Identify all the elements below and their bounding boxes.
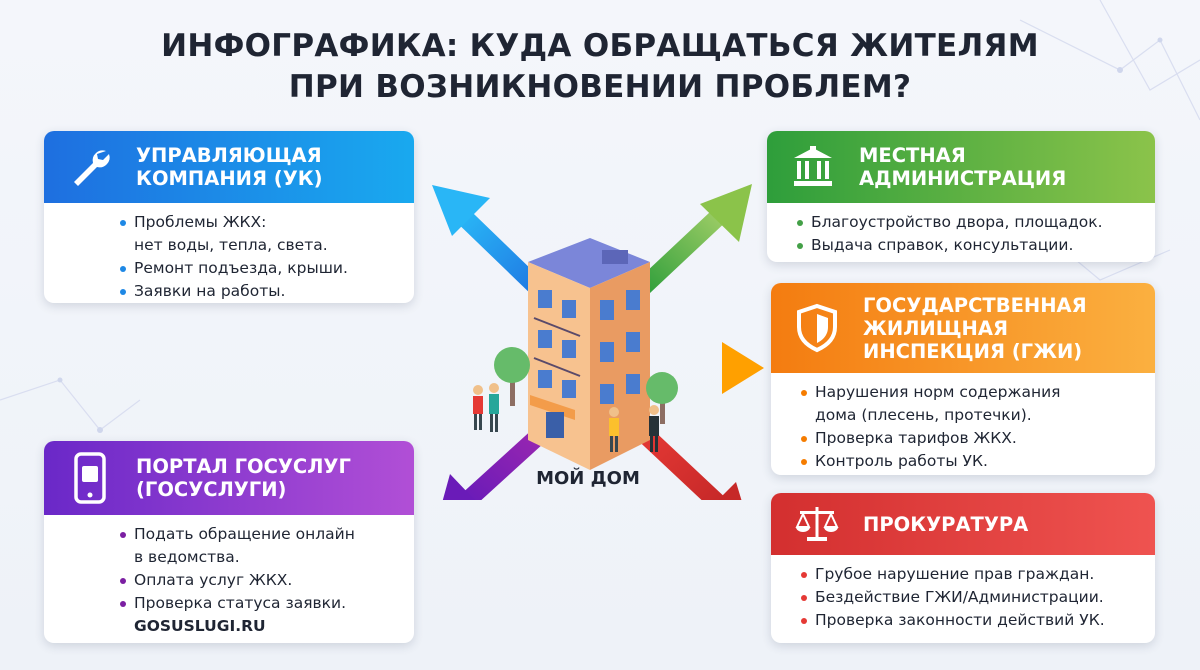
card-housing-inspection: ГОСУДАРСТВЕННАЯ ЖИЛИЩНАЯ ИНСПЕКЦИЯ (ГЖИ)… — [771, 283, 1155, 475]
card-header: ГОСУДАРСТВЕННАЯ ЖИЛИЩНАЯ ИНСПЕКЦИЯ (ГЖИ) — [771, 283, 1155, 373]
list-item: Проблемы ЖКХ: нет воды, тепла, света. — [120, 211, 400, 257]
shield-icon — [771, 303, 863, 353]
card-list: Нарушения норм содержания дома (плесень,… — [801, 381, 1141, 473]
list-item: Подать обращение онлайн в ведомства. — [120, 523, 400, 569]
building-illustration — [473, 238, 678, 470]
card-title: ПРОКУРАТУРА — [863, 512, 1029, 536]
card-list: Подать обращение онлайн в ведомства. Опл… — [120, 523, 400, 615]
smartphone-icon — [44, 451, 136, 505]
arrow-to-prosecutor — [631, 421, 742, 500]
card-gosuslugi-portal: ПОРТАЛ ГОСУСЛУГ (ГОСУСЛУГИ) Подать обращ… — [44, 441, 414, 643]
list-item: Проверка статуса заявки. — [120, 592, 400, 615]
arrow-to-admin — [631, 184, 752, 299]
page-title: ИНФОГРАФИКА: КУДА ОБРАЩАТЬСЯ ЖИТЕЛЯМ ПРИ… — [0, 26, 1200, 108]
card-management-company: УПРАВЛЯЮЩАЯ КОМПАНИЯ (УК) Проблемы ЖКХ: … — [44, 131, 414, 303]
list-item: Бездействие ГЖИ/Администрации. — [801, 586, 1141, 609]
title-line-2: ПРИ ВОЗНИКНОВЕНИИ ПРОБЛЕМ? — [288, 69, 912, 105]
card-header: УПРАВЛЯЮЩАЯ КОМПАНИЯ (УК) — [44, 131, 414, 203]
card-title: ПОРТАЛ ГОСУСЛУГ (ГОСУСЛУГИ) — [136, 455, 351, 501]
list-item: Проверка законности действий УК. — [801, 609, 1141, 632]
card-header: ПРОКУРАТУРА — [771, 493, 1155, 555]
card-prosecutor-office: ПРОКУРАТУРА Грубое нарушение прав гражда… — [771, 493, 1155, 643]
scales-icon — [771, 503, 863, 545]
card-title: ГОСУДАРСТВЕННАЯ ЖИЛИЩНАЯ ИНСПЕКЦИЯ (ГЖИ) — [863, 293, 1087, 363]
portal-website: GOSUSLUGI.RU — [134, 617, 266, 635]
card-list: Грубое нарушение прав граждан. Бездейств… — [801, 563, 1141, 632]
list-item: Ремонт подъезда, крыши. — [120, 257, 400, 280]
card-list: Проблемы ЖКХ: нет воды, тепла, света. Ре… — [120, 211, 400, 303]
list-item: Благоустройство двора, площадок. — [797, 211, 1141, 234]
card-header: ПОРТАЛ ГОСУСЛУГ (ГОСУСЛУГИ) — [44, 441, 414, 515]
arrow-to-gosuslugi — [442, 421, 554, 500]
center-label: МОЙ ДОМ — [536, 468, 640, 489]
card-local-administration: МЕСТНАЯ АДМИНИСТРАЦИЯ Благоустройство дв… — [767, 131, 1155, 262]
card-header: МЕСТНАЯ АДМИНИСТРАЦИЯ — [767, 131, 1155, 203]
list-item: Контроль работы УК. — [801, 450, 1141, 473]
list-item: Выдача справок, консультации. — [797, 234, 1141, 257]
card-title: МЕСТНАЯ АДМИНИСТРАЦИЯ — [859, 144, 1067, 190]
government-building-icon — [767, 144, 859, 190]
card-title: УПРАВЛЯЮЩАЯ КОМПАНИЯ (УК) — [136, 144, 323, 190]
list-item: Оплата услуг ЖКХ. — [120, 569, 400, 592]
arrow-to-gji — [641, 342, 764, 394]
center-illustration — [432, 184, 764, 500]
list-item: Нарушения норм содержания дома (плесень,… — [801, 381, 1141, 427]
title-line-1: ИНФОГРАФИКА: КУДА ОБРАЩАТЬСЯ ЖИТЕЛЯМ — [161, 28, 1039, 64]
card-list: Благоустройство двора, площадок. Выдача … — [797, 211, 1141, 257]
list-item: Грубое нарушение прав граждан. — [801, 563, 1141, 586]
list-item: Проверка тарифов ЖКХ. — [801, 427, 1141, 450]
wrench-icon — [44, 143, 136, 191]
list-item: Заявки на работы. — [120, 280, 400, 303]
